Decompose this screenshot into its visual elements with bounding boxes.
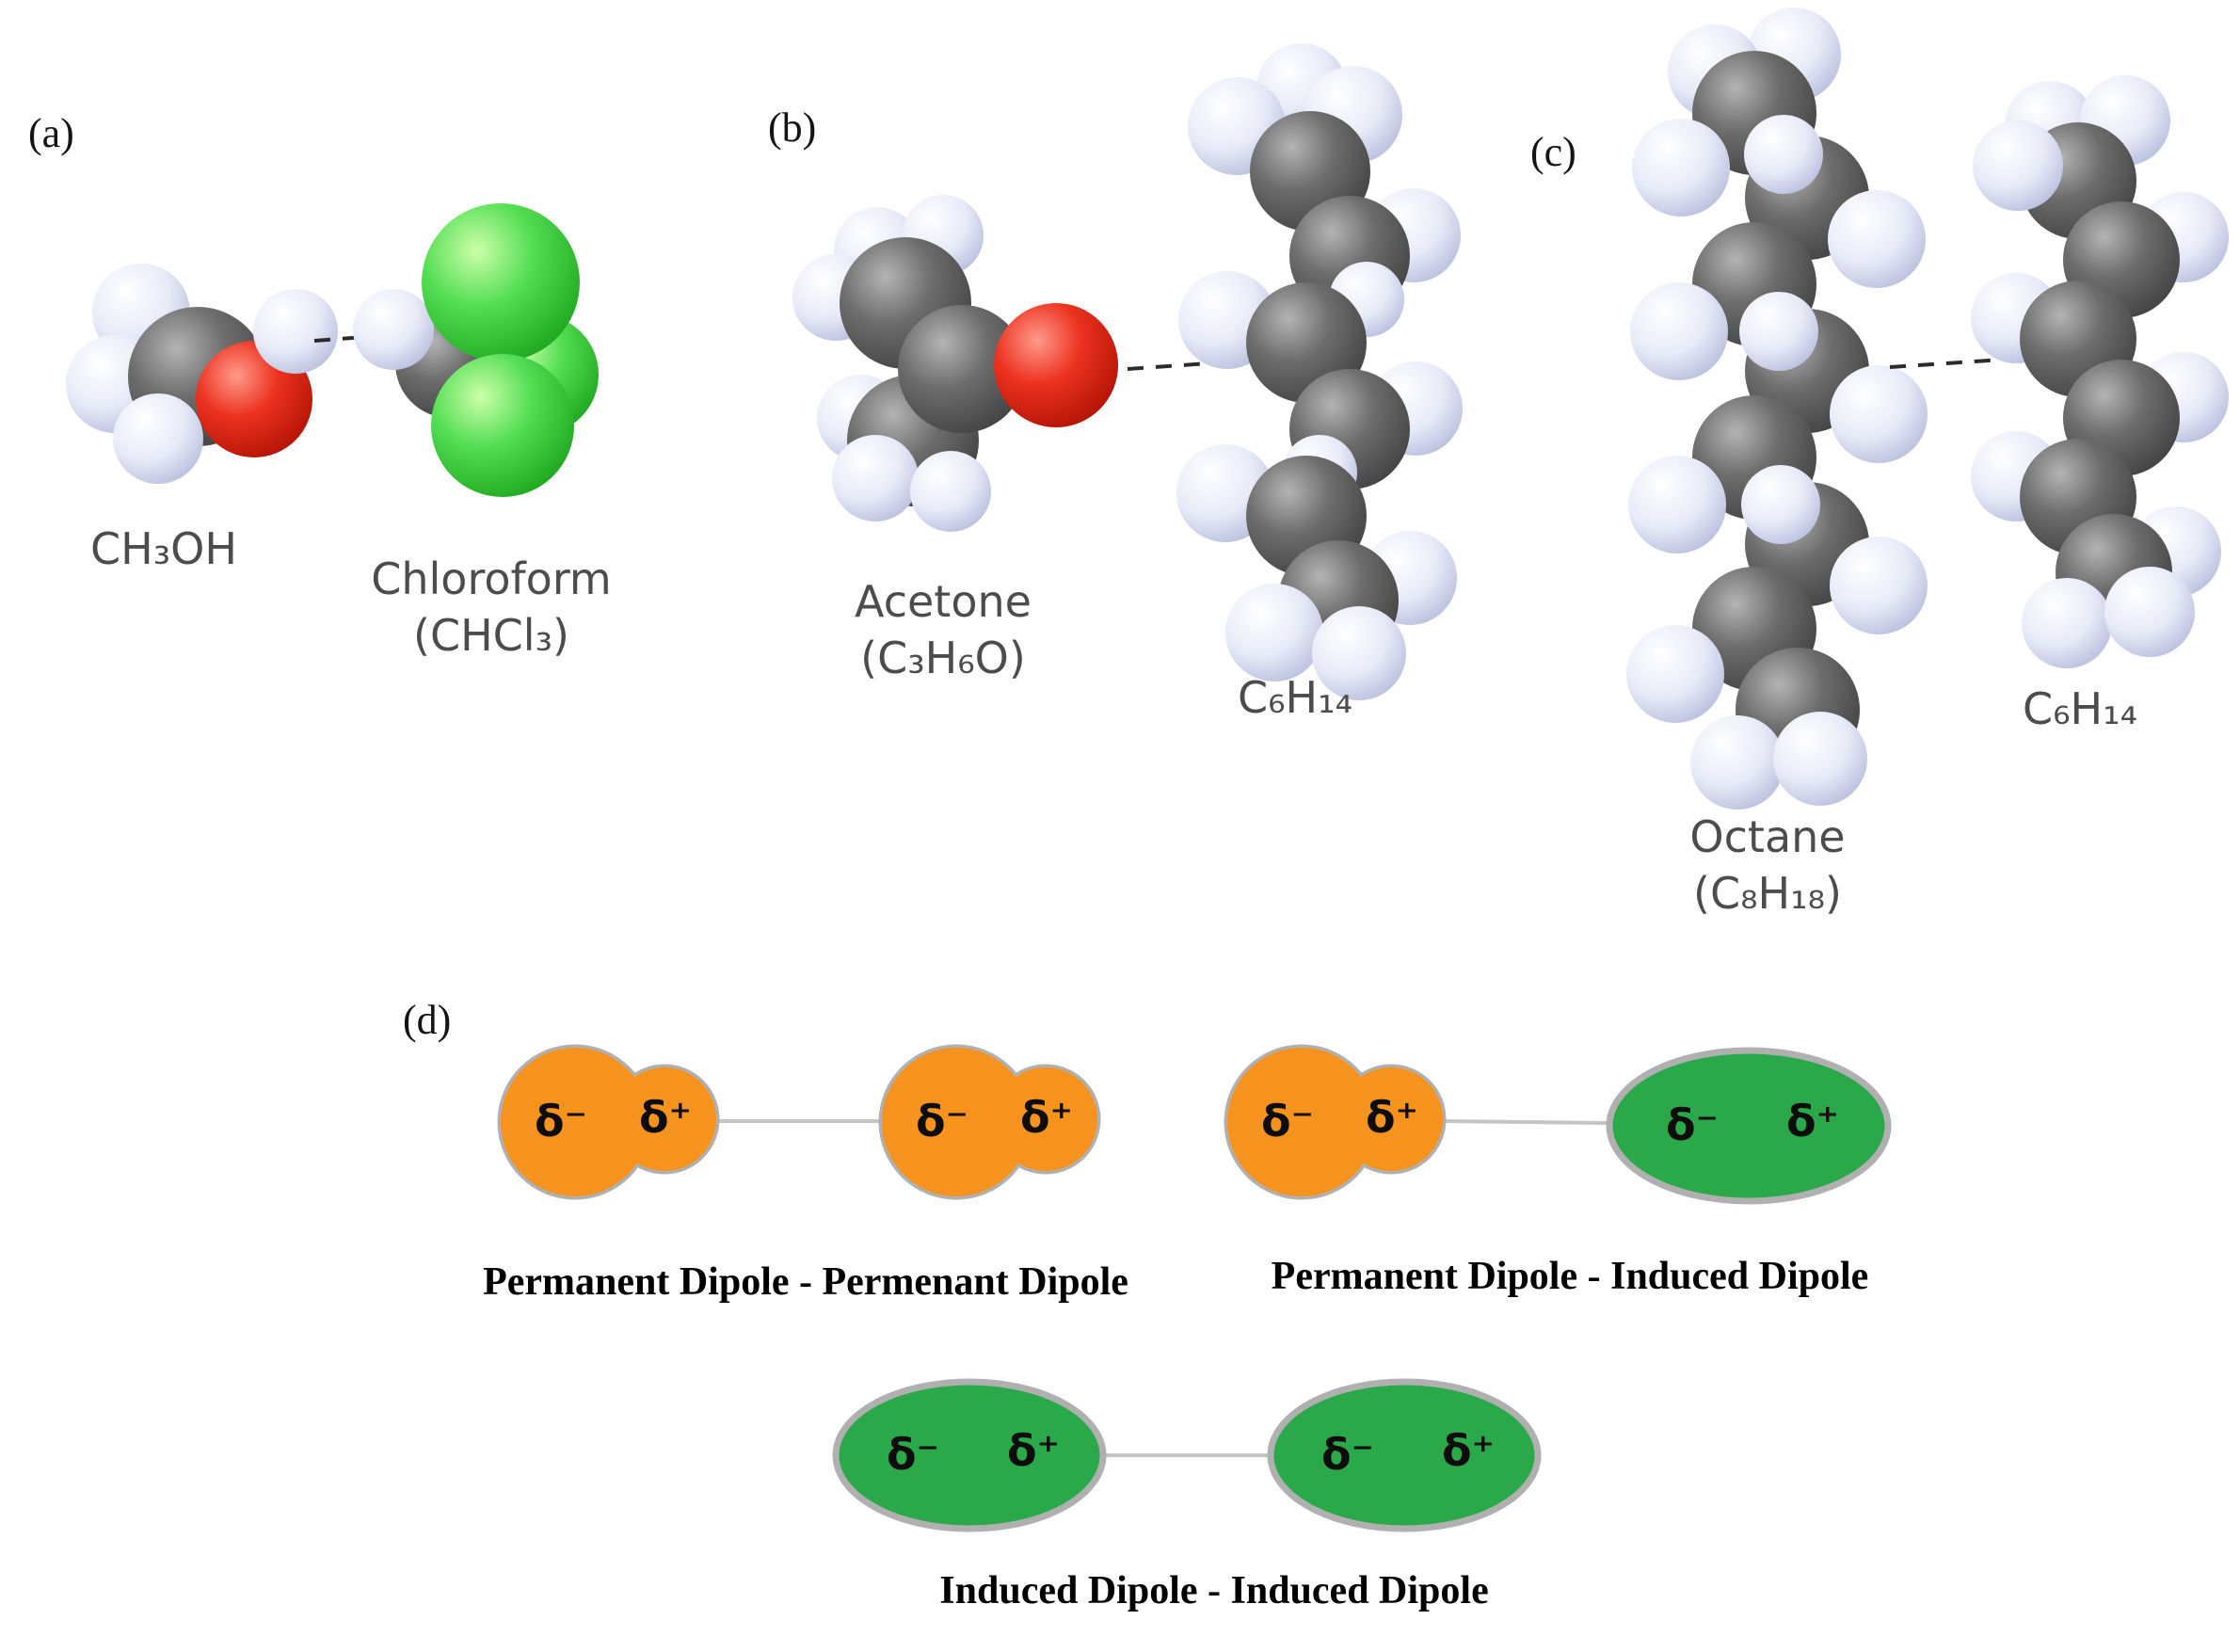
panel-label-d: (d) bbox=[403, 997, 452, 1043]
delta-plus-label: δ⁺ bbox=[1020, 1092, 1073, 1143]
delta-minus-label: δ⁻ bbox=[887, 1429, 939, 1480]
panel-label-a: (a) bbox=[28, 110, 74, 156]
chloroform-molecule bbox=[353, 203, 599, 497]
hydrogen-atom bbox=[1225, 584, 1323, 682]
hydrogen-atom bbox=[832, 435, 919, 521]
delta-plus-label: δ⁺ bbox=[1007, 1425, 1060, 1476]
dipole-lobe bbox=[613, 1067, 716, 1171]
attraction-dashes-b bbox=[1127, 361, 1209, 371]
chlorine-atom bbox=[422, 203, 580, 361]
hydrogen-atom bbox=[253, 289, 338, 374]
hydrogen-atom bbox=[1630, 282, 1728, 380]
acetone-molecule bbox=[792, 195, 1118, 532]
delta-minus-label: δ⁻ bbox=[916, 1096, 968, 1147]
hydrogen-atom bbox=[1773, 712, 1867, 806]
panel-label-b: (b) bbox=[768, 104, 817, 151]
ii-dipole-left bbox=[832, 1378, 1107, 1532]
hydrogen-atom bbox=[1632, 119, 1730, 217]
hydrogen-atom bbox=[910, 451, 991, 532]
hydrogen-atom bbox=[1830, 537, 1928, 634]
dipole-lobe bbox=[882, 1048, 1031, 1196]
ii-dipole-right bbox=[1267, 1378, 1542, 1532]
delta-minus-label: δ⁻ bbox=[1261, 1096, 1314, 1147]
hydrogen-atom bbox=[2104, 567, 2195, 657]
delta-plus-label: δ⁺ bbox=[1366, 1092, 1418, 1143]
panel-label-c: (c) bbox=[1530, 129, 1576, 175]
octane-formula: (C₈H₁₈) bbox=[1693, 867, 1842, 919]
delta-plus-label: δ⁺ bbox=[639, 1092, 692, 1143]
hydrogen-atom bbox=[1739, 292, 1818, 371]
hydrogen-atom bbox=[1312, 606, 1406, 700]
methanol-molecule bbox=[66, 264, 338, 484]
hexane-formula-label-c: C₆H₁₄ bbox=[2022, 683, 2138, 734]
attraction-dashes-a bbox=[313, 334, 379, 343]
hydrogen-atom bbox=[1626, 625, 1724, 723]
dipole-lobe bbox=[1227, 1048, 1376, 1196]
delta-plus-label: δ⁺ bbox=[1786, 1096, 1839, 1147]
attraction-dashes-c bbox=[1889, 358, 2004, 369]
methanol-formula-label: CH₃OH bbox=[90, 523, 237, 574]
oxygen-atom bbox=[994, 303, 1118, 427]
hexane-formula-label-b: C₆H₁₄ bbox=[1237, 672, 1353, 723]
pp-dipole-right bbox=[878, 1044, 1101, 1200]
hydrogen-atom bbox=[1830, 365, 1928, 463]
chlorine-atom bbox=[431, 354, 574, 497]
hydrogen-atom bbox=[1690, 715, 1784, 810]
hydrogen-atom bbox=[353, 289, 434, 370]
carbon-atom bbox=[898, 305, 1026, 433]
hexane-molecule-c bbox=[1971, 75, 2229, 668]
caption-permanent-permanent: Permanent Dipole - Permenant Dipole bbox=[483, 1260, 1128, 1304]
chloroform-label: Chloroform (CHCl₃) bbox=[371, 552, 612, 665]
dipole-lobe bbox=[994, 1067, 1097, 1171]
octane-molecule bbox=[1626, 8, 1928, 810]
hydrogen-atom bbox=[113, 393, 203, 484]
delta-minus-label: δ⁻ bbox=[535, 1096, 587, 1147]
dipole-lobe bbox=[1339, 1067, 1443, 1171]
hydrogen-atom bbox=[1744, 115, 1823, 194]
delta-minus-label: δ⁻ bbox=[1321, 1429, 1374, 1480]
caption-permanent-induced: Permanent Dipole - Induced Dipole bbox=[1271, 1255, 1869, 1298]
hydrogen-atom bbox=[2022, 578, 2112, 668]
pi-connector-line bbox=[1442, 1119, 1610, 1125]
chloroform-formula: (CHCl₃) bbox=[413, 609, 569, 661]
hydrogen-atom bbox=[1628, 456, 1726, 553]
chloroform-name: Chloroform bbox=[371, 553, 612, 604]
pp-dipole-left bbox=[497, 1044, 720, 1200]
octane-name: Octane bbox=[1689, 811, 1846, 862]
acetone-formula: (C₃H₆O) bbox=[860, 632, 1026, 683]
acetone-label: Acetone (C₃H₆O) bbox=[855, 574, 1032, 687]
dipole-lobe bbox=[501, 1048, 649, 1196]
acetone-name: Acetone bbox=[855, 576, 1032, 627]
delta-plus-label: δ⁺ bbox=[1442, 1425, 1495, 1476]
pi-dipole-permanent bbox=[1224, 1044, 1447, 1200]
caption-induced-induced: Induced Dipole - Induced Dipole bbox=[939, 1569, 1489, 1612]
hydrogen-atom bbox=[1973, 120, 2063, 211]
hexane-molecule-b bbox=[1176, 43, 1463, 700]
hydrogen-atom bbox=[1741, 465, 1820, 544]
hydrogen-atom bbox=[1828, 190, 1926, 288]
octane-label: Octane (C₈H₁₈) bbox=[1689, 810, 1845, 922]
pi-dipole-induced bbox=[1606, 1047, 1892, 1205]
delta-minus-label: δ⁻ bbox=[1666, 1099, 1719, 1150]
